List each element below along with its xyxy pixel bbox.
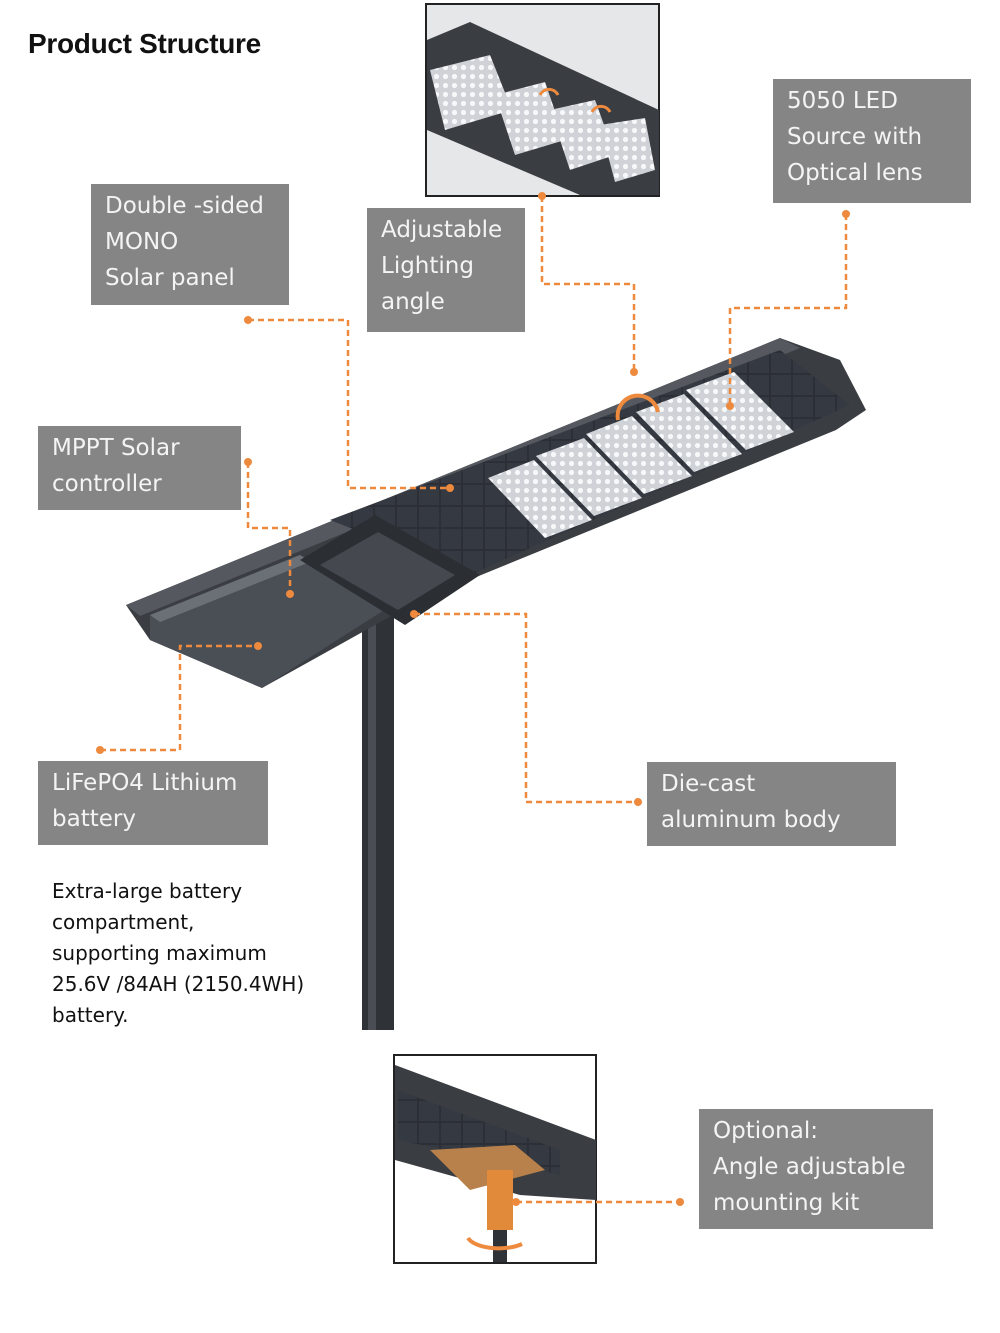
callout-lines xyxy=(100,196,848,1204)
page-title: Product Structure xyxy=(28,28,261,59)
callout-solar-panel xyxy=(248,318,450,490)
callout-dots xyxy=(96,192,850,1206)
callout-controller xyxy=(246,462,292,594)
label-controller: MPPT Solar controller xyxy=(38,426,241,510)
label-body: Die-cast aluminum body xyxy=(647,762,896,846)
battery-note: Extra-large battery compartment, support… xyxy=(52,879,305,1027)
callout-battery xyxy=(100,644,258,752)
inset-mount-detail xyxy=(393,1054,597,1264)
label-battery: LiFePO4 Lithium battery xyxy=(38,761,268,845)
label-solar-panel: Double -sided MONO Solar panel xyxy=(91,184,289,305)
label-mount-kit: Optional: Angle adjustable mounting kit xyxy=(699,1109,933,1229)
inset-led-detail xyxy=(425,3,660,197)
pole xyxy=(362,598,394,1030)
callout-led-source xyxy=(728,214,848,406)
callout-body xyxy=(414,612,638,804)
label-lighting-angle: Adjustable Lighting angle xyxy=(367,208,525,332)
label-led-source: 5050 LED Source with Optical lens xyxy=(773,79,971,203)
led-modules xyxy=(488,372,794,538)
battery-box xyxy=(150,555,400,688)
callout-lighting-angle xyxy=(540,196,636,372)
